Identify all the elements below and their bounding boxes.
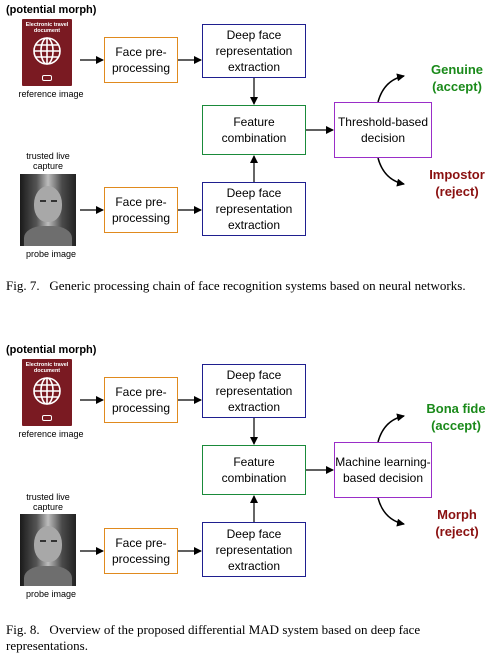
figure-7-caption: Fig. 7. Generic processing chain of face… [6, 278, 494, 294]
figure-8-caption: Fig. 8. Overview of the proposed differe… [6, 622, 494, 654]
deep-representation-top-box: Deep face representation extraction [202, 364, 306, 418]
caption-text: Generic processing chain of face recogni… [49, 278, 466, 293]
threshold-decision-box: Threshold-based decision [334, 102, 432, 158]
caption-number: Fig. 8. [6, 622, 40, 637]
arrow-decision-to-reject [377, 157, 405, 187]
feature-combination-box: Feature combination [202, 105, 306, 155]
deep-representation-top-box: Deep face representation extraction [202, 24, 306, 78]
impostor-reject-outcome: Impostor (reject) [429, 167, 485, 199]
trusted-live-capture-label: trusted live capture [26, 492, 70, 512]
arrow-decision-to-accept [377, 413, 405, 443]
probe-image-label: probe image [25, 589, 77, 599]
caption-text: Overview of the proposed differential MA… [6, 622, 421, 653]
caption-number: Fig. 7. [6, 278, 40, 293]
figure-7-arrows [80, 56, 405, 214]
arrow-decision-to-accept [377, 73, 405, 103]
reference-image-label: reference image [18, 89, 84, 99]
bona-fide-accept-outcome: Bona fide (accept) [426, 401, 486, 433]
genuine-accept-outcome: Genuine (accept) [430, 62, 483, 94]
deep-representation-bottom-box: Deep face representation extraction [202, 182, 306, 236]
biometric-chip-icon [42, 415, 52, 421]
trusted-live-capture-label: trusted live capture [26, 151, 70, 171]
biometric-chip-icon [42, 75, 52, 81]
globe-icon [33, 37, 61, 65]
passport-title: Electronic travel document [25, 362, 69, 374]
deep-representation-bottom-box: Deep face representation extraction [202, 522, 306, 577]
face-preprocessing-top-box: Face pre-processing [104, 377, 178, 423]
figure-8-arrows [80, 396, 405, 555]
passport-title: Electronic travel document [25, 22, 69, 34]
face-preprocessing-top-box: Face pre-processing [104, 37, 178, 83]
probe-photo [20, 514, 76, 586]
reference-image-label: reference image [18, 429, 84, 439]
globe-icon [33, 377, 61, 405]
potential-morph-label: (potential morph) [6, 4, 97, 16]
probe-photo [20, 174, 76, 246]
probe-image-label: probe image [25, 249, 77, 259]
face-preprocessing-bottom-box: Face pre-processing [104, 528, 178, 574]
potential-morph-label: (potential morph) [6, 344, 97, 356]
ml-decision-box: Machine learning-based decision [334, 442, 432, 498]
face-preprocessing-bottom-box: Face pre-processing [104, 187, 178, 233]
feature-combination-box: Feature combination [202, 445, 306, 495]
passport-image: Electronic travel document [22, 19, 72, 86]
figure-7: (potential morph) Electronic travel docu… [0, 0, 500, 318]
arrow-decision-to-reject [377, 497, 405, 527]
passport-image: Electronic travel document [22, 359, 72, 426]
morph-reject-outcome: Morph (reject) [435, 507, 479, 539]
figure-8: (potential morph) Electronic travel docu… [0, 340, 500, 661]
